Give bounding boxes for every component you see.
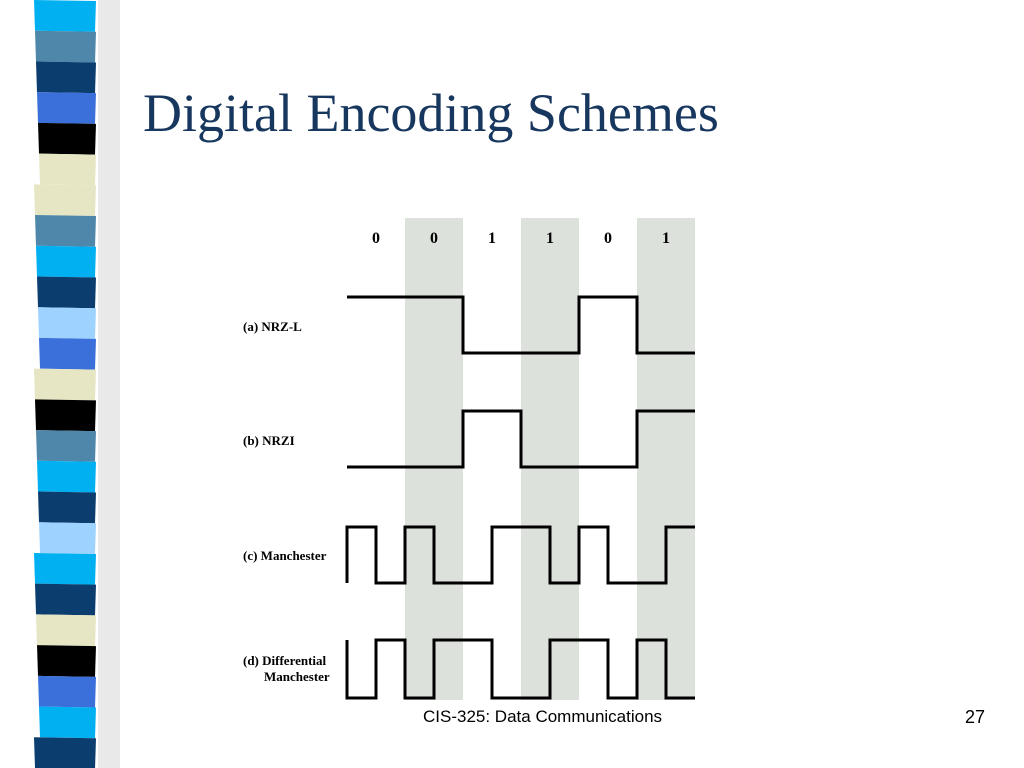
sidebar-block [36,614,96,647]
sidebar-block [35,30,96,63]
signal-label: (d) Differential [243,653,327,668]
sidebar-block [39,153,96,186]
sidebar-block [34,552,96,585]
slide-footer: CIS-325: Data Communications [423,707,663,726]
page-number: 27 [965,707,986,727]
bit-label: 1 [546,230,554,247]
sidebar-block [39,522,96,554]
sidebar-block [37,276,96,309]
sidebar-block [38,307,96,339]
decorative-sidebar-strip [34,0,120,768]
sidebar-block [36,430,96,462]
sidebar-block [34,368,96,401]
sidebar-block [34,0,96,32]
bit-label: 1 [662,230,670,247]
sidebar-block [36,61,96,94]
sidebar-block [34,184,96,217]
sidebar-block [34,737,96,768]
sidebar-shadow [98,0,120,768]
sidebar-block [36,245,96,278]
sidebar-block [37,92,96,124]
sidebar-block [38,675,96,708]
signal-waveform [347,295,695,355]
bit-column-highlight [405,218,463,700]
sidebar-block [35,583,96,616]
signal-waveform [347,409,695,469]
sidebar-block [37,645,96,677]
bit-label: 1 [488,230,496,247]
sidebar-block [38,122,96,155]
bit-column-highlight [637,218,695,700]
bit-column-highlight [521,218,579,700]
signal-waveform [345,638,695,700]
signal-waveform [345,525,695,585]
signal-label: (c) Manchester [243,548,327,563]
signal-label: Manchester [264,669,330,684]
sidebar-block [39,706,96,739]
bit-label: 0 [604,230,612,247]
signal-label: (b) NRZI [243,433,295,448]
slide-title: Digital Encoding Schemes [143,83,719,143]
sidebar-block [39,337,96,370]
sidebar-block [35,399,96,432]
bit-label: 0 [372,230,380,247]
bit-label: 0 [430,230,438,247]
sidebar-block [38,491,96,524]
sidebar-block [35,215,96,247]
sidebar-block [37,460,96,493]
signal-label: (a) NRZ-L [243,319,302,334]
